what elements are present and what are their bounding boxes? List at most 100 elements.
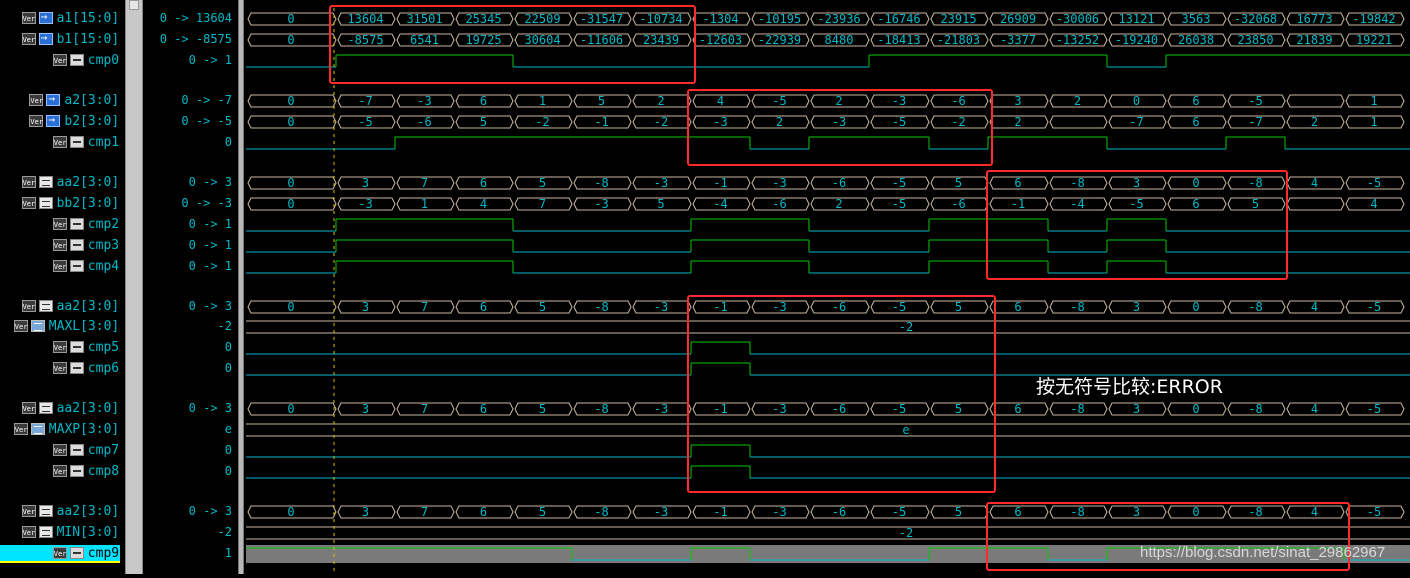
- signal-value: 0 -> -7: [181, 93, 232, 107]
- bus-segment: [870, 33, 930, 47]
- bus-value-label: 6: [1014, 505, 1021, 519]
- bus-value-label: -5: [1129, 197, 1143, 211]
- bus-segment: [396, 176, 455, 190]
- bus-value-label: -3: [713, 115, 727, 129]
- bus-segment: [810, 300, 870, 314]
- bus-value-label: 7: [421, 176, 428, 190]
- bus-value-label: 6: [480, 300, 487, 314]
- signal-row-7[interactable]: bb2[3:0]Ver: [0, 195, 120, 213]
- bus-value-label: -11606: [580, 33, 623, 47]
- bus-segment: [514, 12, 573, 26]
- signal-row-1[interactable]: b1[15:0]Ver: [0, 31, 120, 49]
- verilog-badge-icon: Ver: [52, 239, 67, 251]
- bus-segment: [455, 12, 514, 26]
- bus-segment: [810, 197, 870, 211]
- bus-segment: [247, 33, 337, 47]
- bus-segment: [247, 197, 337, 211]
- bus-value-label: 6: [1192, 94, 1199, 108]
- signal-row-19[interactable]: aa2[3:0]Ver: [0, 503, 120, 521]
- wire-signal-icon: [69, 136, 84, 148]
- scrollbar-thumb[interactable]: [129, 0, 139, 10]
- signal-value: 0 -> -3: [181, 196, 232, 210]
- bus-segment: [1167, 94, 1227, 108]
- pane-splitter[interactable]: [238, 0, 244, 574]
- bus-value-label: -1: [713, 300, 727, 314]
- bus-segment: [455, 176, 514, 190]
- signal-name: a1[15:0]: [56, 11, 120, 26]
- bus-value-label: -5: [1367, 176, 1381, 190]
- bus-segment: [810, 505, 870, 519]
- bus-segment: [632, 176, 692, 190]
- bus-segment: [514, 505, 573, 519]
- wire-signal-icon: [69, 239, 84, 251]
- bus-segment: [1227, 33, 1286, 47]
- bus-segment: [337, 33, 396, 47]
- bus-value-label: -2: [654, 115, 668, 129]
- bus-value-label: 19725: [465, 33, 501, 47]
- bus-segment: [751, 402, 810, 416]
- wire-signal-icon: [69, 362, 84, 374]
- signal-row-15[interactable]: aa2[3:0]Ver: [0, 400, 120, 418]
- signal-name: cmp6: [87, 361, 120, 376]
- bus-segment: [1049, 505, 1108, 519]
- signal-row-6[interactable]: aa2[3:0]Ver: [0, 174, 120, 192]
- bus-value-label: 8480: [825, 33, 854, 47]
- signal-value: 0: [224, 443, 232, 457]
- signal-row-0[interactable]: a1[15:0]Ver: [0, 10, 120, 28]
- bus-value-label: 7: [421, 402, 428, 416]
- wire-signal-icon: [69, 444, 84, 456]
- signal-row-3[interactable]: a2[3:0]Ver: [0, 92, 120, 110]
- bus-value-label: -2: [535, 115, 549, 129]
- bus-value-label: -8: [1070, 300, 1084, 314]
- signal-row-4[interactable]: b2[3:0]Ver: [0, 113, 120, 131]
- bus-value-label: 3: [362, 176, 369, 190]
- bus-segment: [247, 176, 337, 190]
- bus-value-label: 3: [362, 300, 369, 314]
- bus-segment: [810, 12, 870, 26]
- bus-value-label: -8: [594, 505, 608, 519]
- verilog-badge-icon: Ver: [52, 260, 67, 272]
- bus-segment: [1345, 197, 1405, 211]
- signal-pane-scrollbar[interactable]: [125, 0, 143, 574]
- bus-segment: [247, 12, 337, 26]
- bus-value-label: -3: [772, 176, 786, 190]
- signal-row-20[interactable]: MIN[3:0]Ver: [0, 524, 120, 542]
- bus-segment: [1227, 505, 1286, 519]
- bus-segment: [455, 33, 514, 47]
- signal-row-16[interactable]: MAXP[3:0]Ver: [0, 421, 120, 439]
- bus-value-label: -8: [1070, 505, 1084, 519]
- bus-value-label: 6: [1014, 300, 1021, 314]
- signal-value: 0 -> 13604: [159, 11, 232, 25]
- bus-segment: [989, 33, 1049, 47]
- bus-segment: [1108, 402, 1167, 416]
- bus-value-label: 22509: [524, 12, 560, 26]
- bus-value-label: 1: [421, 197, 428, 211]
- bus-segment: [870, 402, 930, 416]
- wire-signal-icon: [69, 260, 84, 272]
- bus-segment: [1286, 300, 1345, 314]
- bus-segment: [337, 505, 396, 519]
- signal-value: 1: [224, 546, 232, 560]
- signal-row-12[interactable]: MAXL[3:0]Ver: [0, 318, 120, 336]
- bus-segment: [396, 94, 455, 108]
- bus-segment: [396, 402, 455, 416]
- verilog-badge-icon: Ver: [52, 444, 67, 456]
- bus-segment: [810, 33, 870, 47]
- signal-row-11[interactable]: aa2[3:0]Ver: [0, 298, 120, 316]
- bus-segment: [870, 197, 930, 211]
- signal-name: MAXP[3:0]: [48, 422, 120, 437]
- signal-name: cmp2: [87, 217, 120, 232]
- bus-value-label: 2: [1311, 115, 1318, 129]
- highlight-box: [687, 295, 996, 493]
